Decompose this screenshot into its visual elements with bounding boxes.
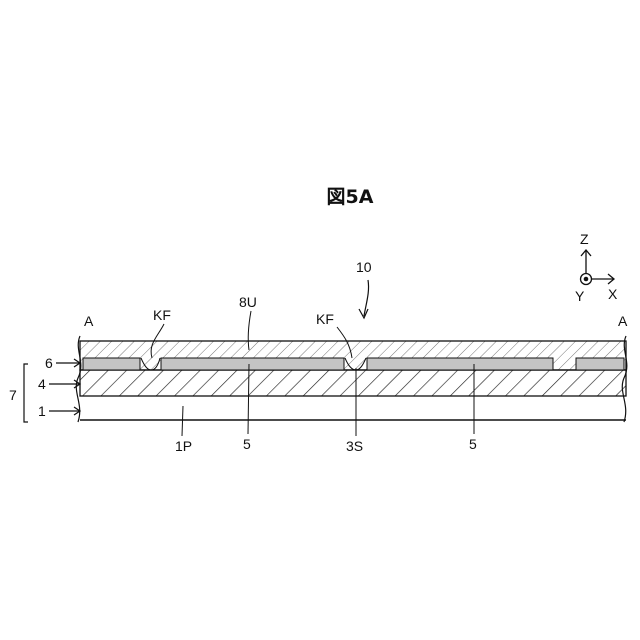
axis-x-label: X <box>608 286 618 302</box>
layer-4-label: 4 <box>38 376 46 392</box>
pad-segment <box>83 358 140 370</box>
axes-icon <box>581 250 615 285</box>
substrate-label: 1P <box>175 438 192 454</box>
figure-title: 図5A <box>327 186 374 208</box>
slit-label: 3S <box>346 438 363 454</box>
top-layer-label: 8U <box>239 294 257 310</box>
pad-segment <box>576 358 624 370</box>
layer-6-label: 6 <box>45 355 53 371</box>
kf-label-right: KF <box>316 311 334 327</box>
layer-4 <box>80 370 626 396</box>
section-label-left: A <box>84 313 94 329</box>
kf-label-left: KF <box>153 307 171 323</box>
section-label-right: A <box>618 313 628 329</box>
layer-1-label: 1 <box>38 403 46 419</box>
pad-label-left: 5 <box>243 436 251 452</box>
axis-y-label: Y <box>575 288 585 304</box>
pad-segment <box>367 358 553 370</box>
substrate-layer-1 <box>80 396 626 420</box>
pad-segment <box>161 358 344 370</box>
device-label: 10 <box>356 259 372 275</box>
group-7-label: 7 <box>9 387 17 403</box>
group-bracket <box>24 364 28 422</box>
device-arrowhead <box>359 309 368 318</box>
axis-z-label: Z <box>580 231 589 247</box>
pad-label-right: 5 <box>469 436 477 452</box>
